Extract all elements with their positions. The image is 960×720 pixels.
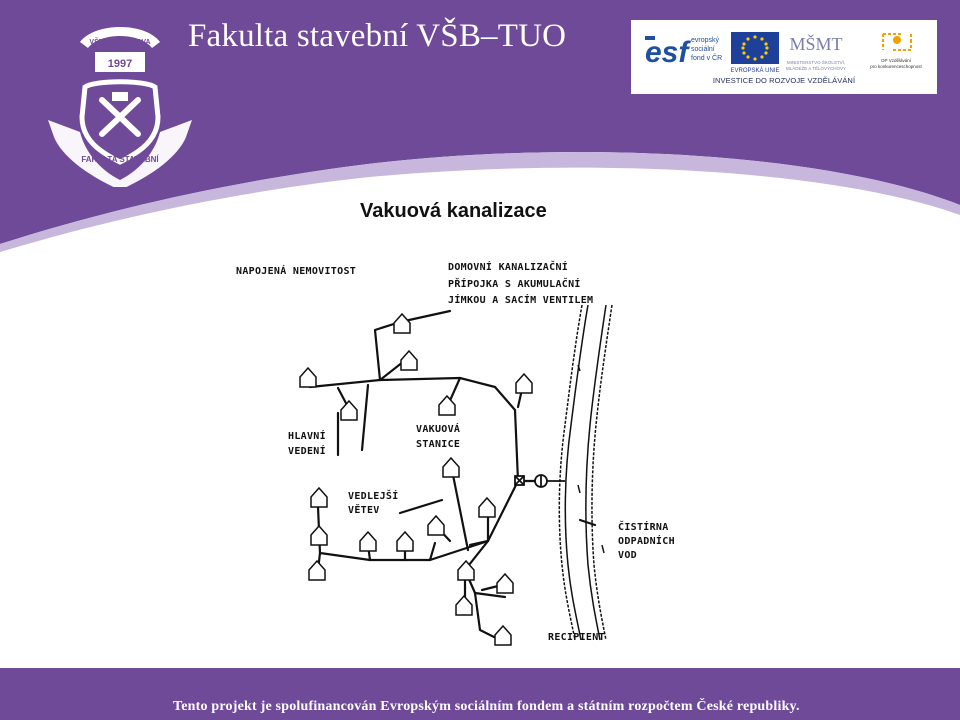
svg-text:sociální: sociální [691,46,715,53]
svg-text:fond v ČR: fond v ČR [691,53,722,62]
footer-text: Tento projekt je spolufinancován Evropsk… [173,699,800,714]
svg-text:OP Vzdělávání: OP Vzdělávání [881,58,912,63]
esf-label: esf [645,36,691,69]
label-wwtp-1: ČISTÍRNA [618,522,669,533]
label-side-branch-1: VEDLEJŠÍ [348,491,399,502]
label-main-line-2: VEDENÍ [288,446,326,457]
label-house-connection-1: DOMOVNÍ KANALIZAČNÍ [448,262,569,273]
eu-label: EVROPSKÁ UNIE [730,67,779,74]
faculty-logo: 1997 FAKULTA STAVEBNÍ VŠB-TU OSTRAVA [48,27,192,187]
vacuum-sewer-diagram: NAPOJENÁ NEMOVITOST DOMOVNÍ KANALIZAČNÍ … [220,245,710,665]
logo-bottom-text: FAKULTA STAVEBNÍ [81,155,159,164]
esf-sub: evropský [691,37,720,44]
sponsor-banner: esf evropský sociální fond v ČR EVROPSKÁ… [631,20,937,94]
label-house-connection-3: JÍMKOU A SACÍM VENTILEM [448,295,594,306]
esf-logo: esf evropský sociální fond v ČR [645,36,722,69]
houses [299,312,533,646]
river-recipient [558,304,613,641]
slide-title: Vakuová kanalizace [360,200,547,222]
op-logo: OP Vzdělávání pro konkurenceschopnost [870,33,923,69]
label-house-connection-2: PŘÍPOJKA S AKUMULAČNÍ [448,279,581,290]
msmt-logo: MŠMT MINISTERSTVO ŠKOLSTVÍ, MLÁDEŽE A TĚ… [786,33,846,71]
label-main-line-1: HLAVNÍ [288,431,326,442]
label-vacuum-station-2: STANICE [416,439,461,450]
svg-text:pro konkurenceschopnost: pro konkurenceschopnost [870,64,922,69]
label-side-branch-2: VĚTEV [348,505,380,516]
label-connected-property: NAPOJENÁ NEMOVITOST [236,266,357,277]
eu-flag-icon: EVROPSKÁ UNIE [730,32,780,74]
header-title: Fakulta stavební VŠB–TUO [188,18,567,54]
svg-text:MINISTERSTVO ŠKOLSTVÍ,: MINISTERSTVO ŠKOLSTVÍ, [787,59,845,65]
network-drawing [299,304,613,646]
label-wwtp-2: ODPADNÍCH [618,536,675,547]
sponsor-caption: INVESTICE DO ROZVOJE VZDĚLÁVÁNÍ [712,76,856,85]
label-wwtp-3: VOD [618,550,637,561]
logo-top-text: VŠB-TU OSTRAVA [89,37,150,46]
label-vacuum-station-1: VAKUOVÁ [416,424,461,435]
label-recipient: RECIPIENT [548,632,605,643]
svg-text:MLÁDEŽE A TĚLOVÝCHOVY: MLÁDEŽE A TĚLOVÝCHOVY [786,64,846,71]
logo-year: 1997 [108,58,132,70]
msmt-label: MŠMT [789,33,842,54]
footer-bar [0,668,960,720]
